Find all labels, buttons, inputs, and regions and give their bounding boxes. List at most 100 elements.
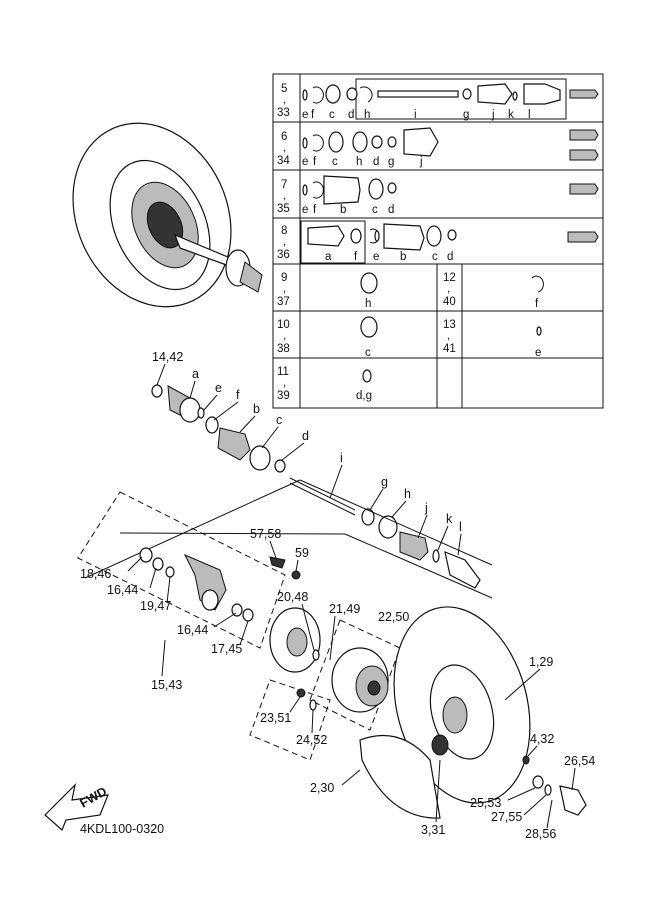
table-letters: e f c d h i g j k l e f c h d g j e f b … bbox=[302, 109, 541, 402]
t5-f: f bbox=[311, 109, 315, 121]
t6-d: d bbox=[373, 156, 379, 168]
callout-23-51: 23,51 bbox=[260, 711, 291, 725]
row-num: 38 bbox=[277, 343, 290, 355]
t7-b: b bbox=[340, 204, 346, 216]
row-num: 35 bbox=[277, 203, 290, 215]
row-7-parts bbox=[302, 175, 599, 205]
callout-28-56: 28,56 bbox=[525, 827, 556, 841]
t5-j: j bbox=[491, 109, 495, 121]
t7-d: d bbox=[388, 204, 394, 216]
cap-nut-parts bbox=[522, 755, 587, 816]
callout-27-55: 27,55 bbox=[491, 810, 522, 824]
row-11-part bbox=[362, 369, 372, 383]
t6-g: g bbox=[388, 156, 394, 168]
knuckle-parts bbox=[139, 547, 301, 622]
callout-14-42: 14,42 bbox=[152, 350, 183, 364]
main-wheel bbox=[359, 606, 531, 819]
t8-c: c bbox=[432, 251, 438, 263]
drive-shaft-exploded bbox=[151, 384, 481, 589]
t8-d: d bbox=[447, 251, 453, 263]
hub-group-box bbox=[309, 619, 401, 731]
t8-a: a bbox=[325, 251, 332, 263]
assembly-boundary-lines bbox=[84, 479, 493, 599]
row-sep: , bbox=[283, 190, 286, 202]
callout-17-45: 17,45 bbox=[211, 642, 242, 656]
row-sep: , bbox=[283, 236, 286, 248]
row-num: 33 bbox=[277, 107, 290, 119]
t12-f: f bbox=[535, 298, 539, 310]
row-num: 41 bbox=[443, 343, 456, 355]
diagram-code: 4KDL100-0320 bbox=[80, 822, 164, 836]
brake-disc bbox=[269, 607, 321, 673]
callout-f: f bbox=[236, 388, 240, 402]
callout-21-49: 21,49 bbox=[329, 602, 360, 616]
t8-f: f bbox=[354, 251, 358, 263]
callout-19-47: 19,47 bbox=[140, 599, 171, 613]
row-num: 10 bbox=[277, 319, 290, 331]
row-13-part bbox=[536, 326, 542, 336]
row-num: 8 bbox=[281, 225, 287, 237]
t6-c: c bbox=[332, 156, 338, 168]
t6-f: f bbox=[313, 156, 317, 168]
row-5-parts bbox=[302, 83, 599, 105]
row-sep: , bbox=[283, 94, 286, 106]
row-6-parts bbox=[302, 127, 599, 161]
callout-15-43: 15,43 bbox=[151, 678, 182, 692]
row-sep: , bbox=[283, 142, 286, 154]
callout-i: i bbox=[340, 451, 343, 465]
callout-24-52: 24,52 bbox=[296, 733, 327, 747]
row-sep: , bbox=[283, 377, 286, 389]
callout-k: k bbox=[446, 512, 453, 526]
callout-22-50: 22,50 bbox=[378, 610, 409, 624]
row-num: 11 bbox=[277, 366, 289, 378]
callout-57-58: 57,58 bbox=[250, 527, 281, 541]
fwd-arrow-icon bbox=[44, 783, 109, 832]
row-8-parts bbox=[307, 223, 599, 251]
row-num: 12 bbox=[443, 272, 456, 284]
row-num: 39 bbox=[277, 390, 290, 402]
callout-c: c bbox=[276, 413, 282, 427]
row-num: 13 bbox=[443, 319, 456, 331]
callout-26-54: 26,54 bbox=[564, 754, 595, 768]
callout-59: 59 bbox=[295, 546, 309, 560]
t5-c: c bbox=[329, 109, 335, 121]
t5-k: k bbox=[508, 109, 514, 121]
t5-h: h bbox=[364, 109, 370, 121]
t10-c: c bbox=[365, 347, 371, 359]
parts-table: 5 , 33 6 , 34 7 , 35 8 , 36 9 , 37 10 , … bbox=[272, 73, 604, 409]
callout-4-32: 4,32 bbox=[530, 732, 554, 746]
t5-i: i bbox=[414, 109, 417, 121]
callout-j: j bbox=[424, 501, 428, 515]
callout-20-48: 20,48 bbox=[277, 590, 308, 604]
t6-j: j bbox=[419, 156, 423, 168]
t13-e: e bbox=[535, 347, 541, 359]
row-number-5-33: 5 bbox=[281, 83, 287, 95]
row-9-part bbox=[360, 272, 378, 294]
row-sep: , bbox=[447, 283, 450, 295]
callout-a: a bbox=[192, 367, 199, 381]
t6-h: h bbox=[356, 156, 362, 168]
t9-h: h bbox=[365, 298, 371, 310]
callout-16-44-b: 16,44 bbox=[177, 623, 208, 637]
t6-e: e bbox=[302, 156, 308, 168]
t5-g: g bbox=[463, 109, 469, 121]
callout-1-29: 1,29 bbox=[529, 655, 553, 669]
row-10-part bbox=[360, 316, 378, 338]
t11-dg: d,g bbox=[356, 390, 372, 402]
row-num: 34 bbox=[277, 155, 290, 167]
row-sep: , bbox=[447, 330, 450, 342]
t8-b: b bbox=[400, 251, 406, 263]
row-num: 9 bbox=[281, 272, 287, 284]
callout-18-46: 18,46 bbox=[80, 567, 111, 581]
bolt-group-box bbox=[249, 679, 331, 761]
callout-l: l bbox=[459, 520, 462, 534]
row-num: 6 bbox=[281, 131, 287, 143]
callout-g: g bbox=[381, 475, 388, 489]
t7-e: e bbox=[302, 204, 308, 216]
row-num: 7 bbox=[281, 179, 287, 191]
wheel-hub bbox=[296, 647, 389, 713]
row-num: 37 bbox=[277, 296, 290, 308]
callout-2-30: 2,30 bbox=[310, 781, 334, 795]
